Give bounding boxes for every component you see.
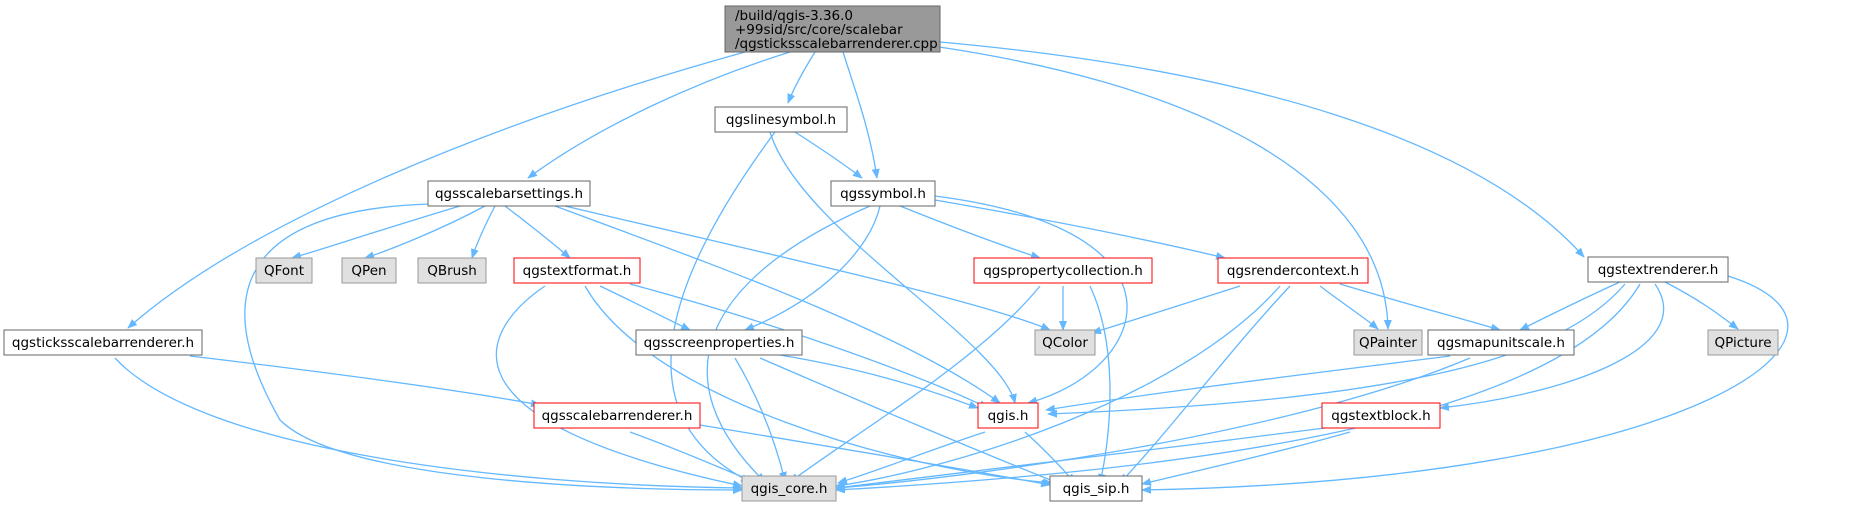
edge-root-to-qgsscalebarsettings bbox=[527, 51, 791, 179]
node-qpicture[interactable]: QPicture bbox=[1707, 329, 1779, 356]
node-label-qgslinesymbol: qgslinesymbol.h bbox=[726, 112, 836, 128]
node-qgsscreenproperties[interactable]: qgsscreenproperties.h bbox=[635, 329, 803, 356]
edge-qgsscalebarrenderer-to-qgis-sip bbox=[699, 424, 1051, 488]
node-qfont[interactable]: QFont bbox=[255, 257, 313, 284]
node-qgsrendercontext[interactable]: qgsrendercontext.h bbox=[1217, 257, 1369, 284]
edge-qgstextrenderer-to-qgis-sip bbox=[1141, 275, 1789, 494]
node-qgslinesymbol[interactable]: qgslinesymbol.h bbox=[714, 106, 848, 133]
edge-qgsrendercontext-to-qgis-sip bbox=[1119, 285, 1291, 484]
edge-qgsscreenproperties-to-qgis bbox=[779, 354, 979, 409]
edge-root-to-qgssymbol bbox=[842, 51, 880, 179]
edge-qgslinesymbol-to-qgssymbol bbox=[794, 131, 863, 179]
edge-qgssymbol-to-qgis bbox=[934, 195, 1128, 405]
edge-qgstextblock-to-qgis-core bbox=[835, 427, 1326, 491]
node-label-qgsmapunitscale: qgsmapunitscale.h bbox=[1437, 335, 1565, 351]
node-label-qbrush: QBrush bbox=[427, 263, 477, 279]
node-label-qgstextblock: qgstextblock.h bbox=[1331, 408, 1430, 424]
edge-qgsscalebarsettings-to-qpen bbox=[364, 205, 486, 260]
node-label-qpainter: QPainter bbox=[1359, 335, 1417, 351]
node-label-qgis-core: qgis_core.h bbox=[751, 481, 828, 497]
edge-qgslinesymbol-to-qgis bbox=[769, 131, 1017, 404]
node-label-qgspropertycollection: qgspropertycollection.h bbox=[983, 263, 1143, 279]
edge-qgssymbol-to-qgspropertycollection bbox=[899, 205, 1041, 260]
edge-qgsscreenproperties-to-qgis-sip bbox=[759, 357, 1059, 484]
edge-qgstextrenderer-to-qgis-core bbox=[835, 283, 1641, 494]
edge-qgsscreenproperties-to-qgis-core bbox=[734, 357, 787, 482]
node-qgsscalebarsettings[interactable]: qgsscalebarsettings.h bbox=[427, 180, 591, 207]
node-label-qgstextformat: qgstextformat.h bbox=[523, 263, 632, 279]
node-label-qgis-sip: qgis_sip.h bbox=[1063, 481, 1130, 497]
edge-qgsticksscalebarrenderer-to-qgsscalebarrenderer bbox=[189, 355, 541, 408]
edge-qgstextformat-to-qgsscreenproperties bbox=[599, 285, 691, 331]
node-label-qpicture: QPicture bbox=[1714, 335, 1771, 351]
node-qgis-core[interactable]: qgis_core.h bbox=[741, 475, 837, 502]
graph-nodes: /build/qgis-3.36.0 +99sid/src/core/scale… bbox=[3, 5, 1779, 502]
node-qbrush[interactable]: QBrush bbox=[417, 257, 487, 284]
node-label-qgsticksscalebarrenderer: qgsticksscalebarrenderer.h bbox=[12, 335, 194, 351]
node-label-qgssymbol: qgssymbol.h bbox=[840, 186, 926, 202]
edge-qgstextrenderer-to-qpicture bbox=[1664, 281, 1739, 330]
node-qgis[interactable]: qgis.h bbox=[977, 402, 1039, 429]
edge-qgstextrenderer-to-qgsmapunitscale bbox=[1519, 281, 1621, 331]
root-file-line-2: +99sid/src/core/scalebar bbox=[735, 22, 903, 38]
edge-qgstextblock-to-qgis-sip bbox=[1141, 431, 1351, 486]
edge-qgsrendercontext-to-qpainter bbox=[1319, 285, 1379, 330]
node-qpainter[interactable]: QPainter bbox=[1353, 329, 1423, 356]
node-root-file[interactable]: /build/qgis-3.36.0 +99sid/src/core/scale… bbox=[724, 5, 941, 53]
node-label-qfont: QFont bbox=[264, 263, 304, 279]
edge-qgslinesymbol-to-qgis-core bbox=[670, 131, 776, 483]
node-qpen[interactable]: QPen bbox=[341, 257, 397, 284]
node-label-qcolor: QColor bbox=[1042, 335, 1088, 351]
node-qgspropertycollection[interactable]: qgspropertycollection.h bbox=[973, 257, 1153, 284]
node-qcolor[interactable]: QColor bbox=[1034, 329, 1096, 356]
node-label-qgis: qgis.h bbox=[988, 408, 1029, 424]
node-qgstextblock[interactable]: qgstextblock.h bbox=[1321, 402, 1441, 429]
node-label-qpen: QPen bbox=[351, 263, 386, 279]
edge-qgssymbol-to-qgsrendercontext bbox=[934, 199, 1226, 260]
edge-root-to-qgstextrenderer bbox=[939, 41, 1585, 258]
node-qgssymbol[interactable]: qgssymbol.h bbox=[830, 180, 936, 207]
root-file-line-3: /qgsticksscalebarrenderer.cpp bbox=[735, 36, 938, 52]
edge-qgstextformat-to-qgis-core bbox=[495, 285, 743, 489]
edge-qgspropertycollection-to-qgis-core bbox=[789, 285, 1041, 483]
node-label-qgsscalebarrenderer: qgsscalebarrenderer.h bbox=[542, 408, 693, 424]
node-qgis-sip[interactable]: qgis_sip.h bbox=[1049, 475, 1143, 502]
edge-qgsscalebarsettings-to-qfont bbox=[291, 205, 461, 260]
edge-qgstextrenderer-to-qgstextblock bbox=[1439, 283, 1664, 412]
edge-qgsticksscalebarrenderer-to-qgis-core bbox=[114, 357, 743, 492]
edge-qgsrendercontext-to-qcolor bbox=[1091, 285, 1241, 335]
edge-root-to-qpainter bbox=[902, 41, 1392, 330]
node-qgsticksscalebarrenderer[interactable]: qgsticksscalebarrenderer.h bbox=[3, 329, 203, 356]
node-qgstextrenderer[interactable]: qgstextrenderer.h bbox=[1587, 256, 1729, 283]
edge-qgsrendercontext-to-qgsmapunitscale bbox=[1339, 283, 1501, 332]
edge-qgsmapunitscale-to-qgis-core bbox=[835, 357, 1471, 492]
edge-root-to-qgsticksscalebarrenderer bbox=[127, 51, 746, 329]
edge-qgsscalebarsettings-to-qbrush bbox=[471, 205, 496, 259]
edge-qgssymbol-to-qgsscreenproperties bbox=[744, 205, 881, 331]
node-label-qgsrendercontext: qgsrendercontext.h bbox=[1227, 263, 1359, 279]
root-file-line-1: /build/qgis-3.36.0 bbox=[735, 8, 853, 24]
edge-root-to-qgslinesymbol bbox=[787, 51, 816, 104]
edge-qgis-to-qgis-core bbox=[837, 431, 986, 485]
node-qgsmapunitscale[interactable]: qgsmapunitscale.h bbox=[1427, 329, 1575, 356]
edge-qgstextrenderer-to-qgis bbox=[1047, 283, 1626, 418]
edge-qgsscalebarsettings-to-qgstextformat bbox=[504, 205, 571, 259]
edge-qgstextformat-to-qgis-sip bbox=[584, 285, 1053, 487]
edge-qgstextformat-to-qgis bbox=[629, 283, 989, 409]
node-qgstextformat[interactable]: qgstextformat.h bbox=[513, 257, 641, 284]
edge-qgsscalebarsettings-to-qgis-core bbox=[244, 203, 743, 494]
edge-qgspropertycollection-to-qgis-sip bbox=[1089, 285, 1111, 484]
node-label-qgsscalebarsettings: qgsscalebarsettings.h bbox=[435, 186, 583, 202]
edge-qgsrendercontext-to-qgis-core bbox=[835, 285, 1281, 489]
node-label-qgstextrenderer: qgstextrenderer.h bbox=[1598, 262, 1719, 278]
edge-qgsmapunitscale-to-qgis bbox=[1045, 355, 1451, 413]
dependency-edges bbox=[114, 41, 1789, 494]
edge-qgsscalebarsettings-to-qgis bbox=[554, 205, 1001, 404]
node-qgsscalebarrenderer[interactable]: qgsscalebarrenderer.h bbox=[533, 402, 701, 429]
node-label-qgsscreenproperties: qgsscreenproperties.h bbox=[644, 335, 795, 351]
